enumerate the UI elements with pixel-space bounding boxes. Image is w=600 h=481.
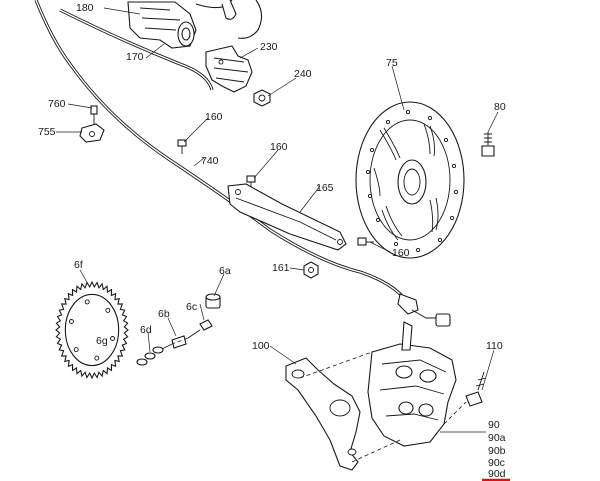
part-170-assembly [127, 0, 263, 49]
callout-6a: 6a [219, 265, 231, 277]
callout-760: 760 [48, 98, 66, 110]
callout-90d: 90d [488, 468, 506, 480]
part-80-bolt [481, 132, 495, 157]
callout-240: 240 [294, 68, 312, 80]
callout-165: 165 [316, 182, 334, 194]
callout-740: 740 [201, 155, 219, 167]
sprocket-bolt-hole [110, 336, 116, 341]
part-6f-sprocket [55, 280, 129, 380]
callout-6d: 6d [140, 324, 152, 336]
part-6b-bolt [159, 335, 187, 351]
part-6c-bolt [187, 319, 213, 339]
part-165-bracket [227, 183, 347, 251]
callout-90a: 90a [488, 432, 506, 444]
callout-6c: 6c [186, 301, 197, 313]
part-760-bolt [90, 105, 98, 124]
sprocket-bolt-hole [68, 319, 74, 324]
part-240-nut [253, 89, 271, 107]
callout-75: 75 [386, 57, 398, 69]
callout-160-b: 160 [270, 141, 288, 153]
part-90-caliper [367, 321, 457, 447]
part-160-bolt-a [177, 139, 187, 154]
sprocket-bolt-hole [73, 347, 79, 353]
callout-labels: 180 170 230 240 75 80 760 755 160 740 16… [38, 2, 506, 480]
part-75-brake-disc [355, 101, 465, 259]
callout-90: 90 [488, 419, 500, 431]
callout-180: 180 [76, 2, 94, 14]
callout-6g: 6g [96, 335, 108, 347]
callout-161: 161 [272, 262, 290, 274]
callout-90b: 90b [488, 445, 506, 457]
part-161-nut [303, 261, 319, 279]
callout-160-a: 160 [205, 111, 223, 123]
callout-755: 755 [38, 126, 56, 138]
callout-6b: 6b [158, 308, 170, 320]
sprocket-bolt-hole [84, 299, 90, 305]
callout-100: 100 [252, 340, 270, 352]
callout-90c: 90c [488, 457, 505, 469]
part-755-clip [79, 123, 105, 143]
callout-160-c: 160 [392, 247, 410, 259]
callout-170: 170 [126, 51, 144, 63]
callout-6f: 6f [74, 259, 83, 271]
part-160-bolt-c [357, 237, 374, 246]
brake-line-740 [34, 0, 451, 327]
part-6d-washers [136, 346, 164, 366]
assembly-lines [171, 337, 467, 463]
part-6a-nut [205, 293, 221, 309]
callout-110: 110 [486, 340, 503, 352]
part-110-bolt [465, 371, 487, 407]
sprocket-bolt-hole [94, 355, 100, 361]
sprocket-bolt-hole [105, 307, 111, 313]
part-100-caliper-bracket [285, 357, 361, 471]
part-230-boot [205, 45, 253, 93]
callout-80: 80 [494, 101, 506, 113]
leader-lines [56, 7, 499, 433]
callout-230: 230 [260, 41, 278, 53]
sprocket-inner-ring [64, 293, 120, 367]
